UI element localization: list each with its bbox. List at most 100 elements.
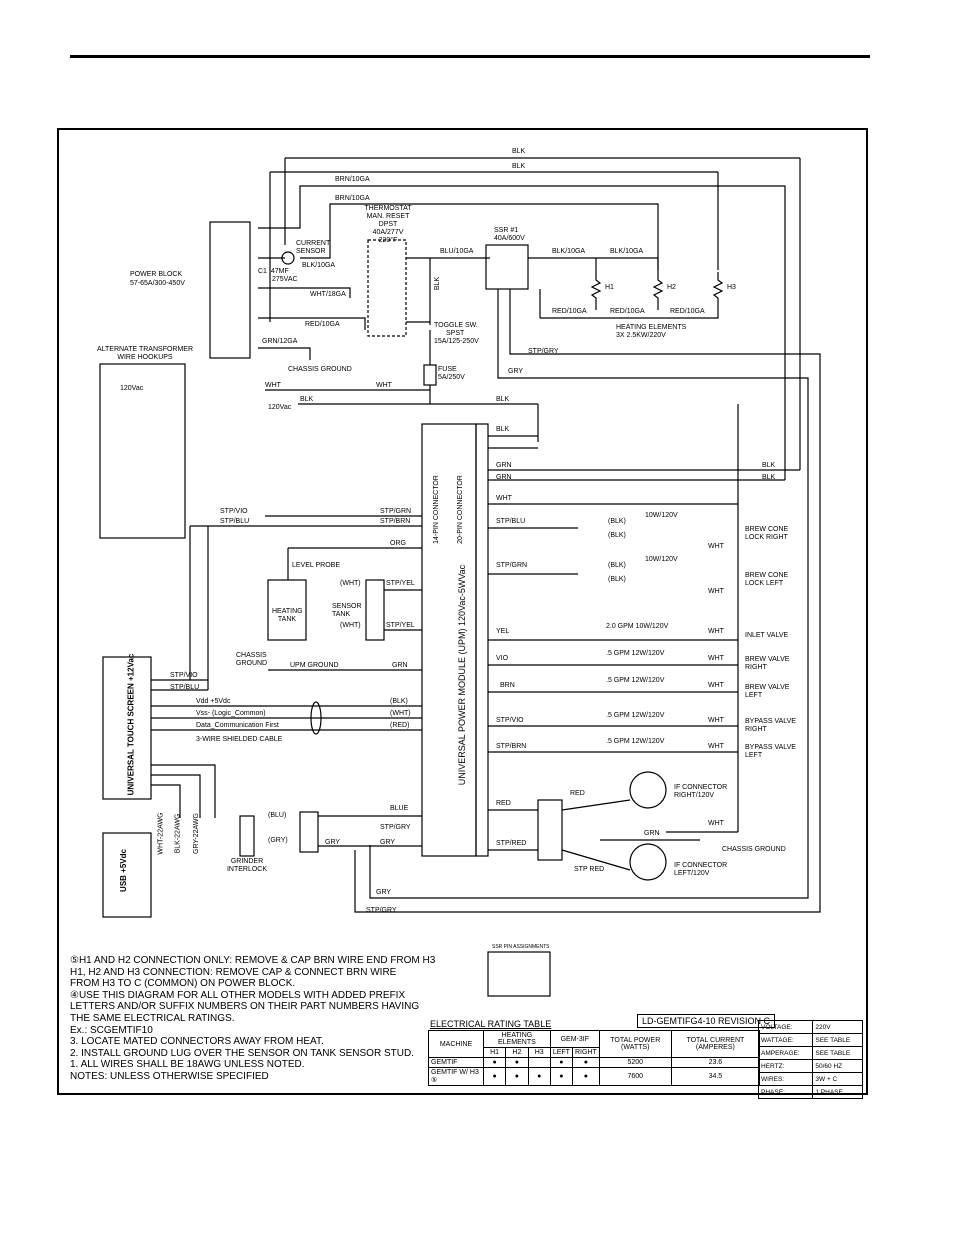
rating-table: MACHINE HEATING ELEMENTS GEM-3IF TOTAL P… <box>428 1030 761 1086</box>
wire-label: (BLU) <box>268 812 287 819</box>
wire-label: BRN <box>500 682 515 689</box>
table-row: WATTAGE:SEE TABLE <box>757 1033 863 1047</box>
table-row: PHASE:1 PHASE <box>757 1085 863 1099</box>
wire-label: BLUE <box>390 805 409 812</box>
note-line: ④USE THIS DIAGRAM FOR ALL OTHER MODELS W… <box>70 989 406 1001</box>
table-row: HERTZ:50/60 HZ <box>757 1059 863 1073</box>
h1-label: H1 <box>605 284 614 291</box>
wire-label: WHT <box>265 382 281 389</box>
wire-label: WHT <box>496 495 512 502</box>
note-line: Ex.: SCGEMTIF10 <box>70 1024 153 1036</box>
wire-label: BLK <box>434 276 442 291</box>
wire-label: WHT <box>708 717 724 724</box>
table-row: AMPERAGE:SEE TABLE <box>757 1046 863 1060</box>
table-row: VOLTAGE:220V <box>757 1020 863 1034</box>
th-power: TOTAL POWER (WATTS) <box>598 1030 672 1058</box>
document-id: LD-GEMTIFG4-10 REVISION C <box>637 1014 776 1028</box>
wire-label: GRY <box>325 839 341 846</box>
wire-label: GRY <box>380 839 396 846</box>
wire-label: STP/VIO <box>170 672 198 679</box>
wire-label: STP/GRY <box>366 907 397 914</box>
note-line: FROM H3 TO C (COMMON) ON POWER BLOCK. <box>70 978 296 990</box>
th-right: RIGHT <box>571 1047 600 1058</box>
wire-label: STP/VIO <box>496 717 524 724</box>
wire-label: STP/GRY <box>380 824 411 831</box>
wire-label: GRN <box>644 830 660 837</box>
level-probe-label: LEVEL PROBE <box>292 562 340 569</box>
wire-label: STP/YEL <box>386 580 415 587</box>
h2-label: H2 <box>667 284 676 291</box>
wire-label: BLK <box>512 148 526 155</box>
wire-label: BLK <box>512 163 526 170</box>
wire-label: BLK <box>496 396 510 403</box>
table-row: WIRES:3W + C <box>757 1072 863 1086</box>
wire-label: ORG <box>390 540 406 547</box>
wire-label: BLK <box>762 462 776 469</box>
valve-rating: .5 GPM 12W/120V <box>606 650 665 657</box>
wire-label: WHT <box>376 382 392 389</box>
wire-label: STP/GRY <box>528 348 559 355</box>
wire-label: RED <box>496 800 511 807</box>
wire-label: (GRY) <box>268 837 288 844</box>
rating-table-title: ELECTRICAL RATING TABLE <box>430 1019 552 1029</box>
wire-label: GRN <box>496 462 512 469</box>
wire-label: BLK/10GA <box>610 248 644 255</box>
th-h1: H1 <box>482 1047 507 1058</box>
th-heating: HEATING ELEMENTS <box>482 1030 551 1048</box>
data-comm-label: Data_Communication First <box>196 722 279 729</box>
wire-label: STP/BLU <box>220 518 250 525</box>
wire-label: WHT <box>708 743 724 750</box>
wire-label: STP/BLU <box>496 518 526 525</box>
touch-screen-label: UNIVERSAL TOUCH SCREEN +12Vac <box>126 653 136 796</box>
wire-label: RED/10GA <box>670 308 705 315</box>
wire-label: RED/10GA <box>305 321 340 328</box>
wire-label: BLK <box>300 396 314 403</box>
wire-label: YEL <box>496 628 510 635</box>
upm-ground-label: UPM GROUND <box>290 662 339 669</box>
chassis-ground-label: CHASSIS GROUND <box>288 366 352 373</box>
note-line: ⑤H1 AND H2 CONNECTION ONLY: REMOVE & CAP… <box>70 955 436 966</box>
wire-label: (BLK) <box>608 532 626 539</box>
usb-label: USB +5Vdc <box>118 849 128 892</box>
awg-wht-label: WHT-22AWG <box>157 812 165 855</box>
wire-label: STP/BRN <box>380 518 411 525</box>
th-gem: GEM-3IF <box>549 1030 600 1048</box>
awg-blk-label: BLK-22AWG <box>174 813 182 854</box>
wire-label: RED/10GA <box>552 308 587 315</box>
wire-label: (BLK) <box>390 698 408 705</box>
table-row: GEMTIF W/ H3 ⑤ ● ● ● ● ● 7600 34.5 <box>428 1067 761 1086</box>
th-current: TOTAL CURRENT (AMPERES) <box>670 1030 761 1058</box>
wire-label: VIO <box>496 655 509 662</box>
wire-label: RED <box>570 790 585 797</box>
wire-label: (WHT) <box>390 710 411 717</box>
wire-label: WHT <box>708 655 724 662</box>
note-line: 2. INSTALL GROUND LUG OVER THE SENSOR ON… <box>70 1047 414 1059</box>
wire-label: STP/RED <box>496 840 527 847</box>
wire-label: (WHT) <box>340 622 361 629</box>
wire-label: BLK/10GA <box>302 262 336 269</box>
valve-rating: 10W/120V <box>645 512 678 519</box>
note-line: NOTES: UNLESS OTHERWISE SPECIFIED <box>70 1070 269 1082</box>
capacitor-label: C1 .47MF 275VAC <box>258 268 298 283</box>
vss-label: Vss- (Logic_Common) <box>196 710 266 717</box>
wire-label: STP/BRN <box>496 743 527 750</box>
valve-rating: .5 GPM 12W/120V <box>606 738 665 745</box>
table-row: GEMTIF ● ● ● ● 5200 23.6 <box>428 1057 761 1068</box>
wire-label: (BLK) <box>608 576 626 583</box>
wire-label: WHT <box>708 820 724 827</box>
